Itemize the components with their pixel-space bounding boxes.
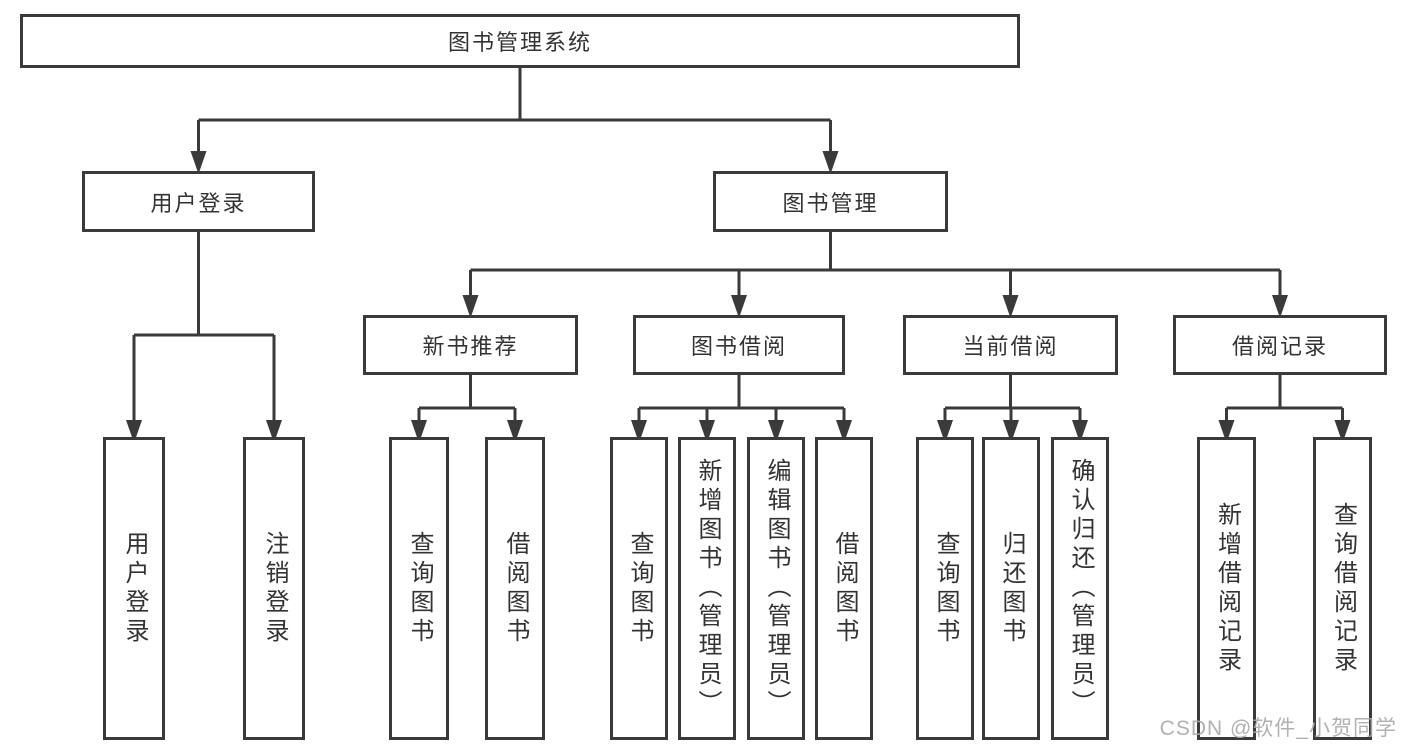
leaf-query-books-recommend: 查询图书 [389, 437, 449, 740]
node-current-borrowing: 当前借阅 [903, 315, 1118, 375]
leaf-borrow-books: 借阅图书 [815, 437, 873, 740]
leaf-edit-books-admin: 编辑图书（管理员） [747, 437, 805, 740]
leaf-borrow-books-recommend: 借阅图书 [485, 437, 545, 740]
csdn-watermark: CSDN @软件_小贺同学 [1159, 717, 1397, 740]
node-user-login-label: 用户登录 [150, 190, 247, 216]
leaf-borrow-books-label: 借阅图书 [831, 530, 858, 647]
leaf-logout: 注销登录 [243, 437, 305, 740]
node-borrowing-records-label: 借阅记录 [1231, 334, 1328, 359]
leaf-add-borrow-record: 新增借阅记录 [1197, 437, 1256, 740]
leaf-query-books-recommend-label: 查询图书 [406, 530, 433, 647]
node-book-borrowing-label: 图书借阅 [690, 334, 787, 359]
node-book-borrowing: 图书借阅 [633, 315, 845, 375]
node-borrowing-records: 借阅记录 [1173, 315, 1387, 375]
leaf-query-books-borrowing: 查询图书 [610, 437, 668, 740]
node-new-book-recommend: 新书推荐 [363, 315, 578, 375]
leaf-add-books-admin: 新增图书（管理员） [678, 437, 736, 740]
leaf-borrow-books-recommend-label: 借阅图书 [502, 530, 529, 647]
node-library-system: 图书管理系统 [20, 14, 1020, 68]
leaf-edit-books-admin-label: 编辑图书（管理员） [763, 458, 790, 719]
leaf-user-login: 用户登录 [103, 437, 165, 740]
node-book-management: 图书管理 [713, 171, 948, 232]
leaf-query-books-current-label: 查询图书 [932, 530, 959, 647]
leaf-logout-label: 注销登录 [261, 530, 288, 647]
node-current-borrowing-label: 当前借阅 [962, 334, 1059, 359]
leaf-query-borrow-record: 查询借阅记录 [1313, 437, 1372, 740]
leaf-add-borrow-record-label: 新增借阅记录 [1213, 501, 1241, 676]
node-library-system-label: 图书管理系统 [447, 30, 592, 55]
node-book-management-label: 图书管理 [782, 190, 879, 216]
leaf-query-books-borrowing-label: 查询图书 [626, 530, 653, 647]
leaf-query-borrow-record-label: 查询借阅记录 [1329, 501, 1357, 676]
leaf-confirm-return-admin: 确认归还（管理员） [1051, 437, 1109, 740]
leaf-query-books-current: 查询图书 [916, 437, 974, 740]
node-user-login: 用户登录 [82, 171, 315, 232]
node-new-book-recommend-label: 新书推荐 [422, 334, 519, 359]
leaf-add-books-admin-label: 新增图书（管理员） [694, 458, 721, 719]
leaf-confirm-return-admin-label: 确认归还（管理员） [1067, 458, 1094, 719]
leaf-return-books-label: 归还图书 [998, 530, 1025, 647]
leaf-return-books: 归还图书 [982, 437, 1040, 740]
leaf-user-login-label: 用户登录 [121, 530, 148, 647]
